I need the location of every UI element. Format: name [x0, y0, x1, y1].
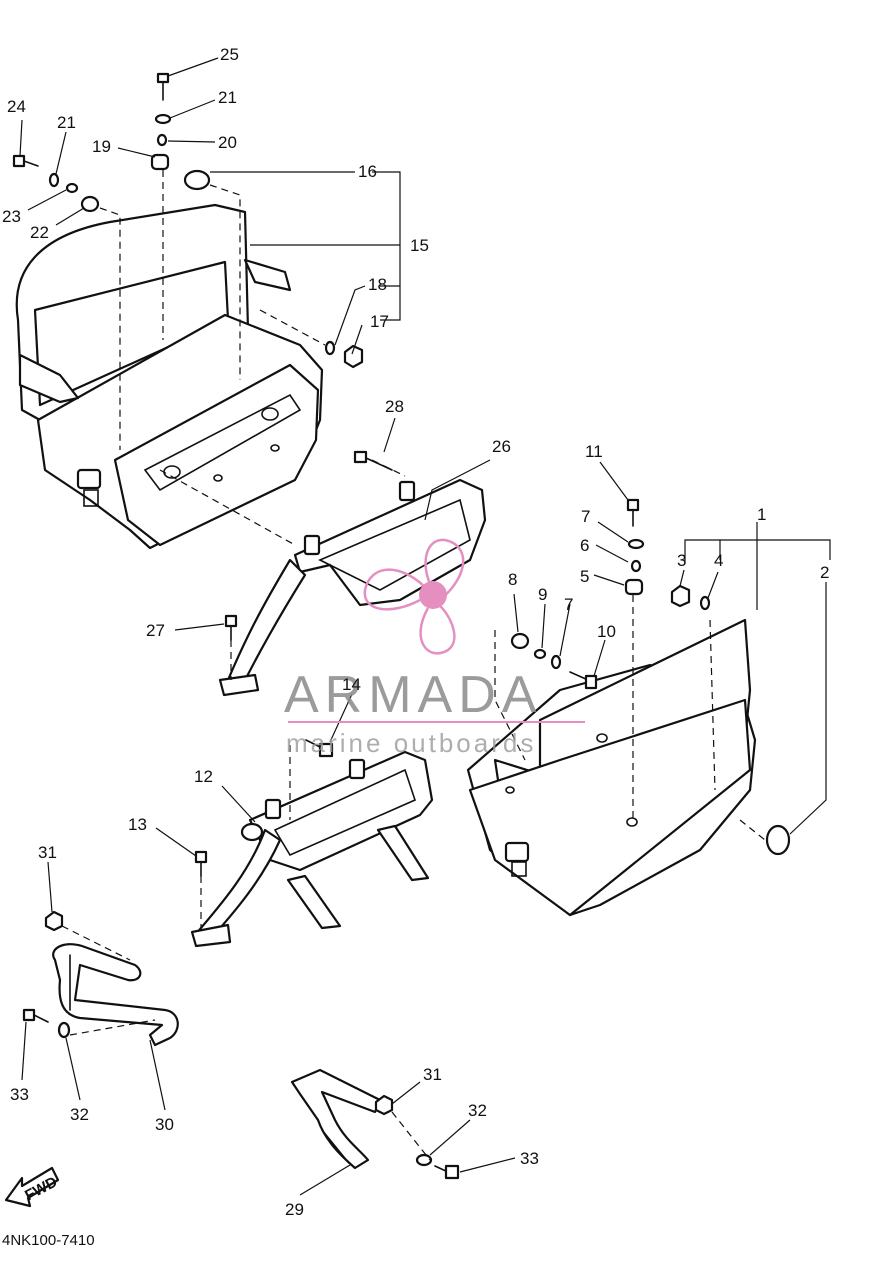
callout-31: 31: [38, 843, 57, 862]
hardware: [12, 72, 791, 1180]
callout-10: 10: [597, 622, 616, 641]
callout-25: 25: [220, 45, 239, 64]
callout-24: 24: [7, 97, 26, 116]
callout-21b: 21: [57, 113, 76, 132]
callout-7: 7: [581, 507, 590, 526]
callout-18: 18: [368, 275, 387, 294]
bracket-26: [218, 478, 487, 697]
leader-lines: [19, 57, 831, 1196]
watermark-subtitle: marine outboards: [286, 728, 536, 758]
callout-1: 1: [757, 505, 766, 524]
callout-23: 23: [2, 207, 21, 226]
callout-13: 13: [128, 815, 147, 834]
right-saddlebag: [466, 618, 757, 917]
callout-21: 21: [218, 88, 237, 107]
callout-14: 14: [342, 675, 361, 694]
watermark-title: ARMADA: [284, 666, 542, 724]
callout-20: 20: [218, 133, 237, 152]
callout-11: 11: [585, 442, 603, 461]
callout-12: 12: [194, 767, 213, 786]
callout-15: 15: [410, 236, 429, 255]
bracket-12: [190, 750, 434, 948]
callout-17: 17: [370, 312, 389, 331]
drawing-code: 4NK100-7410: [2, 1232, 95, 1249]
armada-watermark: ARMADA marine outboards: [284, 538, 585, 758]
assembly-lines: [61, 170, 766, 1161]
callout-33b: 33: [520, 1149, 539, 1168]
callout-8: 8: [508, 570, 517, 589]
callout-27: 27: [146, 621, 165, 640]
fwd-arrow-icon: FWD: [4, 1166, 60, 1208]
callout-31b: 31: [423, 1065, 442, 1084]
guard-29: [290, 1068, 382, 1170]
callout-32: 32: [70, 1105, 89, 1124]
callout-5: 5: [580, 567, 589, 586]
callout-33: 33: [10, 1085, 29, 1104]
callout-9: 9: [538, 585, 547, 604]
callout-29: 29: [285, 1200, 304, 1219]
guard-30: [52, 943, 179, 1047]
callout-3: 3: [677, 551, 686, 570]
callout-19: 19: [92, 137, 111, 156]
callout-7b: 7: [564, 595, 573, 614]
callout-32b: 32: [468, 1101, 487, 1120]
callout-2: 2: [820, 563, 829, 582]
callout-22: 22: [30, 223, 49, 242]
callout-30: 30: [155, 1115, 174, 1134]
callout-6: 6: [580, 536, 589, 555]
callouts: 1 2 3 4 5 6 7 7 8 9 10 11 12 13 14 15 16…: [2, 45, 829, 1219]
callout-16: 16: [358, 162, 377, 181]
propeller-logo-icon: [363, 538, 465, 655]
left-saddlebag: [15, 203, 324, 550]
callout-26: 26: [492, 437, 511, 456]
callout-4: 4: [714, 551, 723, 570]
callout-28: 28: [385, 397, 404, 416]
